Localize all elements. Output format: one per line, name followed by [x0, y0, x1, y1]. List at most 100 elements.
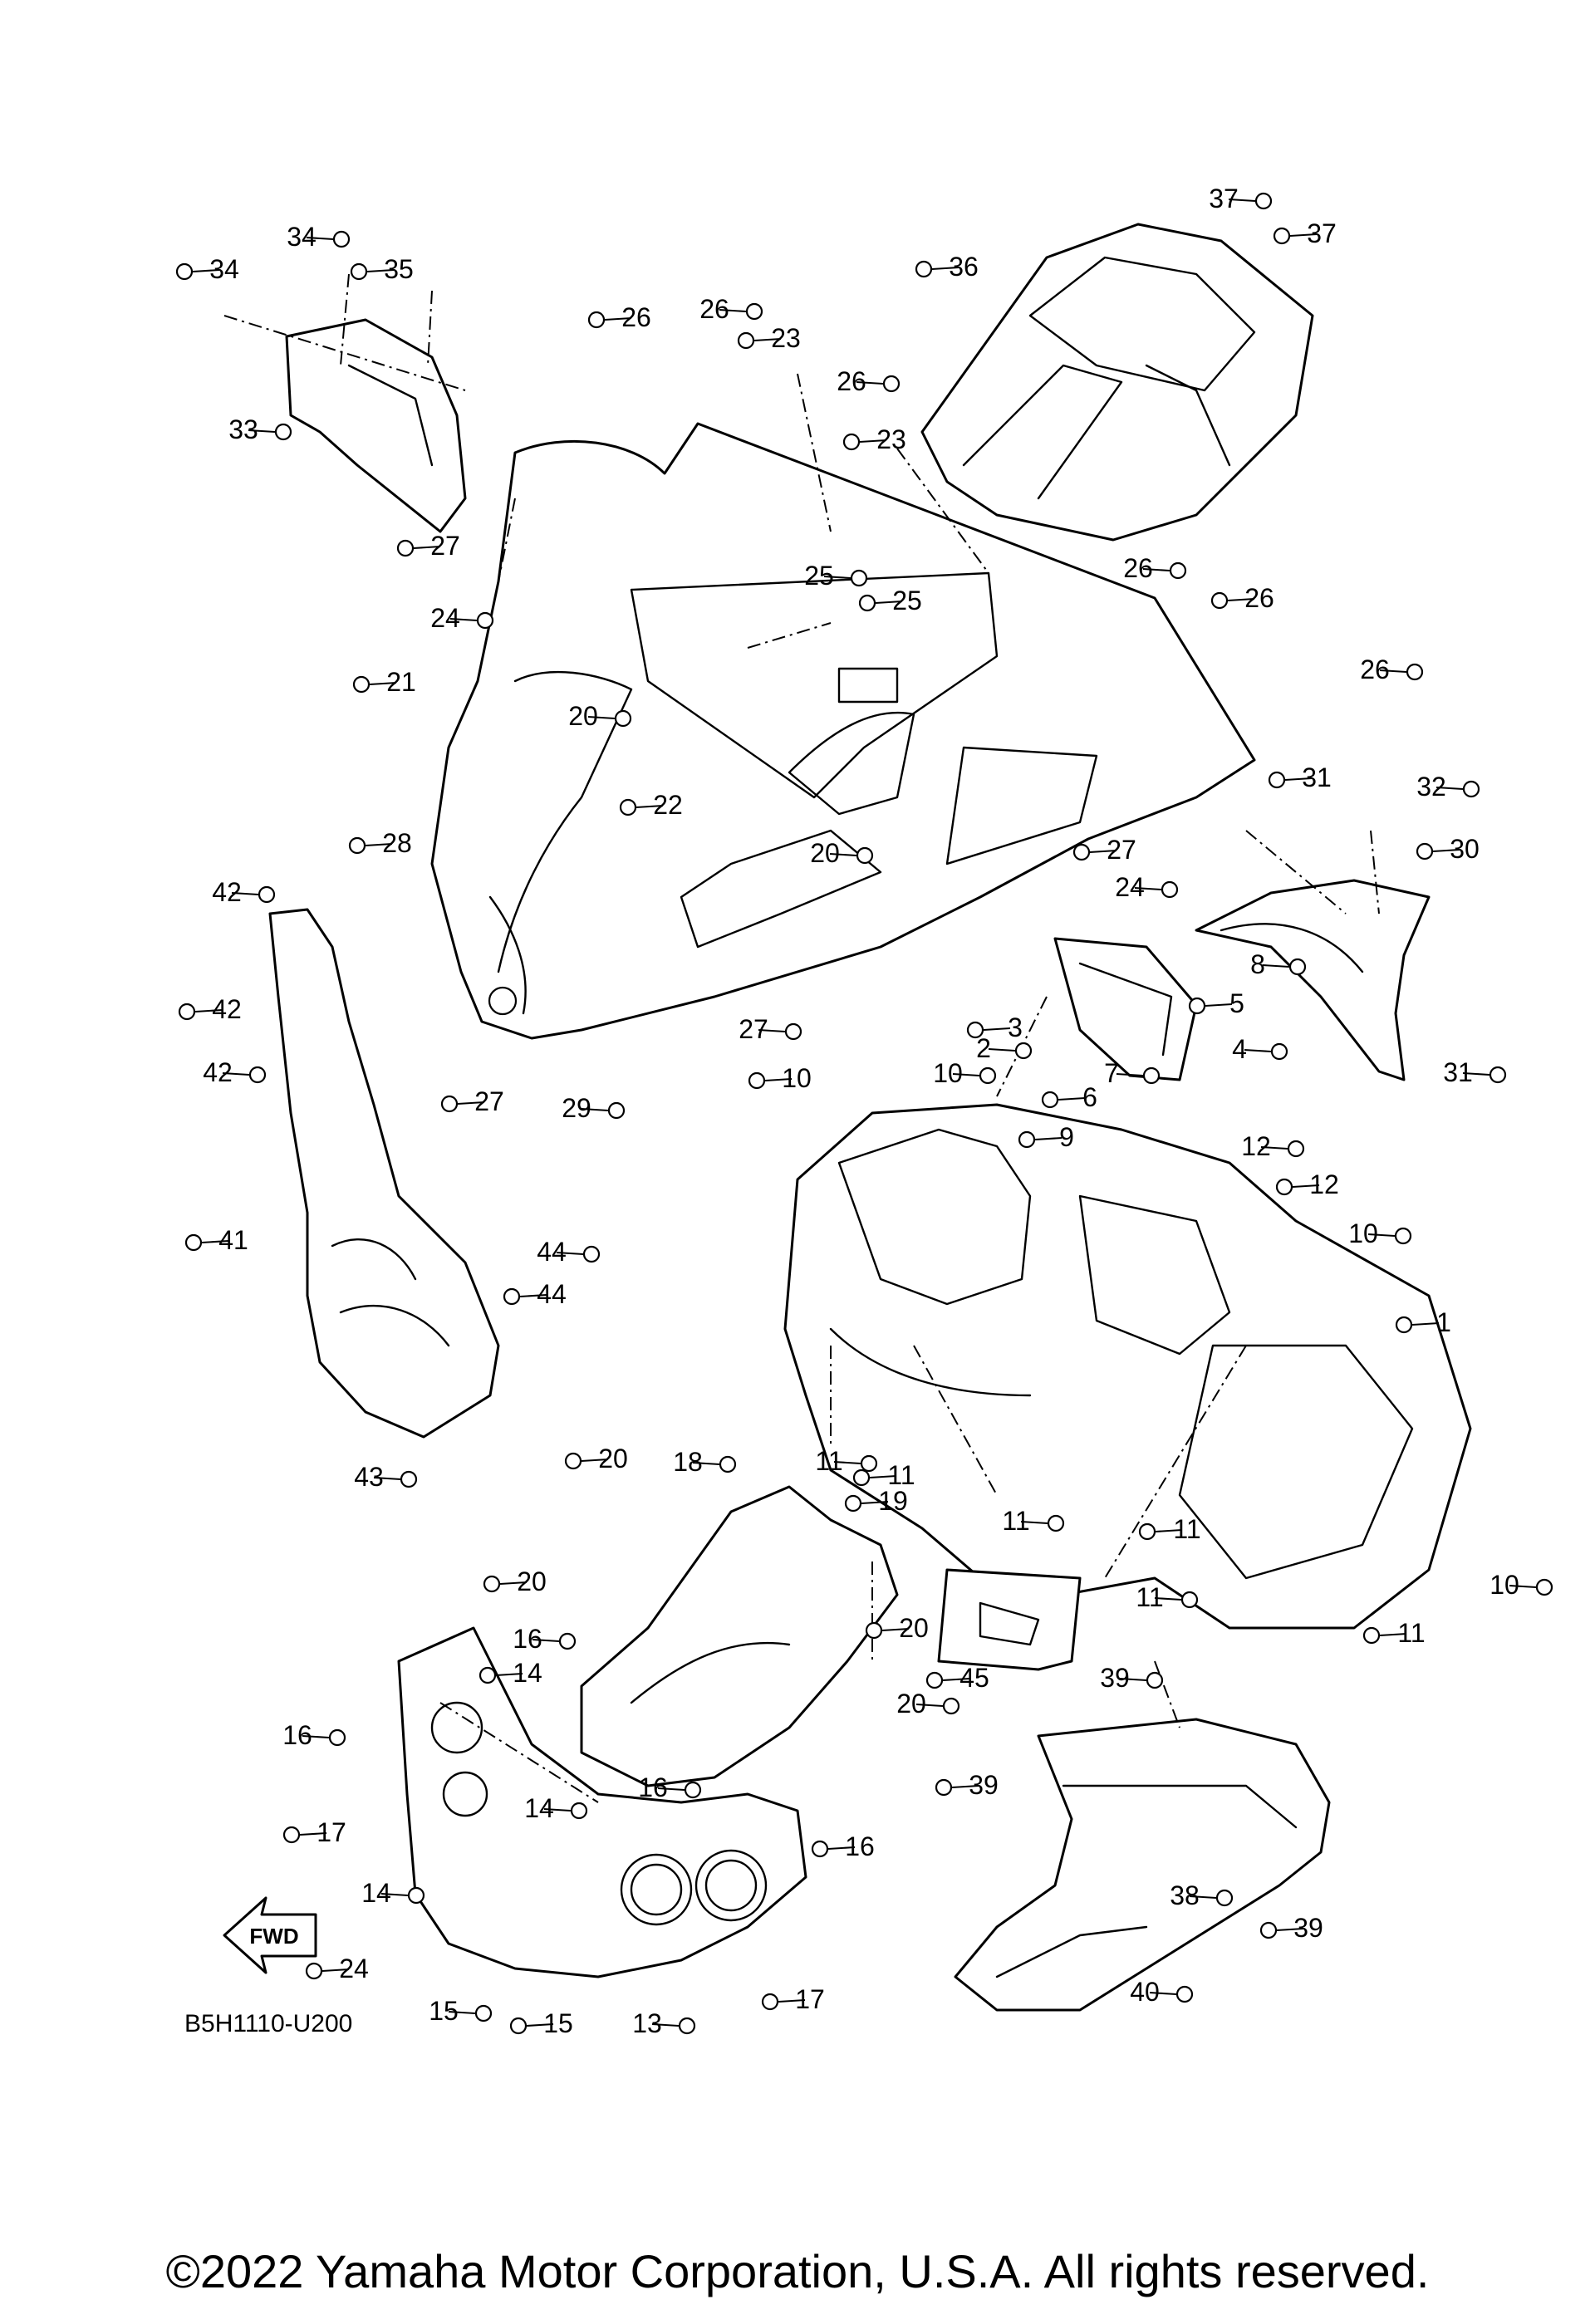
- callout-22: 22: [619, 790, 683, 820]
- callout-number: 44: [537, 1237, 567, 1267]
- callout-number: 12: [1309, 1169, 1339, 1199]
- fastener-icon: [1175, 1985, 1194, 2003]
- callout-19: 19: [844, 1486, 908, 1516]
- copyright-notice: ©2022 Yamaha Motor Corporation, U.S.A. A…: [165, 2245, 1430, 2297]
- drawing-code: B5H1110-U200: [184, 2010, 352, 2037]
- leader-line: [881, 1628, 910, 1631]
- callout-number: 15: [543, 2008, 573, 2038]
- fastener-icon: [860, 1454, 878, 1473]
- fastener-icon: [178, 1003, 196, 1021]
- callout-5: 5: [1188, 988, 1244, 1018]
- leader-line: [194, 1009, 223, 1012]
- callout-number: 17: [317, 1817, 346, 1847]
- callout-2: 2: [976, 1033, 1033, 1063]
- callout-number: 27: [1107, 835, 1136, 865]
- fastener-icon: [1215, 1889, 1234, 1907]
- callout-number: 23: [771, 323, 801, 353]
- callout-number: 24: [339, 1954, 369, 1983]
- leader-line: [1119, 1678, 1147, 1681]
- callout-number: 14: [361, 1878, 391, 1908]
- fastener-icon: [1288, 958, 1307, 976]
- leader-line: [306, 237, 334, 240]
- callout-number: 36: [949, 252, 979, 282]
- fastener-icon: [1394, 1227, 1412, 1245]
- leader-line: [1432, 849, 1460, 852]
- fastener-icon: [607, 1101, 626, 1120]
- callout-42: 42: [203, 1057, 267, 1087]
- fastener-icon: [274, 423, 292, 441]
- callout-17: 17: [761, 1984, 825, 2014]
- callout-number: 23: [876, 424, 906, 454]
- callout-number: 17: [795, 1984, 825, 2014]
- fastener-icon: [1072, 843, 1091, 861]
- callout-24: 24: [430, 603, 494, 633]
- callout-number: 14: [524, 1793, 554, 1823]
- leader-line: [1227, 598, 1255, 601]
- callout-11: 11: [1362, 1618, 1426, 1648]
- fastener-icon: [1161, 880, 1179, 899]
- callout-10: 10: [748, 1063, 812, 1093]
- callout-44: 44: [503, 1279, 567, 1309]
- callout-number: 45: [959, 1663, 989, 1693]
- fastener-icon: [396, 539, 415, 557]
- callout-21: 21: [352, 667, 416, 697]
- callout-number: 26: [621, 302, 651, 332]
- callout-16: 16: [282, 1720, 346, 1750]
- leader-line: [1411, 1322, 1440, 1326]
- leader-line: [604, 317, 632, 321]
- callout-number: 10: [1348, 1218, 1378, 1248]
- fastener-icon: [282, 1826, 301, 1844]
- callout-11: 11: [815, 1446, 878, 1476]
- leader-line: [951, 1785, 979, 1788]
- leader-line: [651, 2023, 680, 2027]
- leader-line: [1228, 199, 1256, 202]
- callout-39: 39: [1100, 1663, 1164, 1693]
- callout-11: 11: [1136, 1582, 1199, 1612]
- callout-3: 3: [966, 1012, 1023, 1042]
- callout-6: 6: [1041, 1082, 1097, 1112]
- fastener-icon: [1142, 1066, 1161, 1085]
- fastener-icon: [332, 230, 351, 248]
- callout-18: 18: [673, 1447, 737, 1477]
- fastener-icon: [1180, 1591, 1199, 1609]
- fastener-icon: [737, 331, 755, 350]
- fastener-icon: [1273, 227, 1291, 245]
- callout-27: 27: [1072, 835, 1136, 865]
- callout-number: 3: [1008, 1012, 1023, 1042]
- leader-line: [369, 682, 397, 685]
- fastener-icon: [1138, 1522, 1156, 1541]
- callout-26: 26: [1210, 583, 1274, 613]
- leader-line: [321, 1969, 350, 1972]
- fastener-icon: [1259, 1921, 1278, 1939]
- leader-line: [413, 546, 441, 549]
- callout-number: 10: [933, 1058, 963, 1088]
- callout-24: 24: [1115, 872, 1179, 902]
- callout-number: 24: [430, 603, 460, 633]
- callout-number: 43: [354, 1462, 384, 1492]
- callout-16: 16: [638, 1772, 702, 1802]
- callout-number: 15: [429, 1996, 459, 2026]
- leader-line: [1189, 1895, 1217, 1899]
- callout-number: 29: [562, 1093, 591, 1123]
- callout-number: 25: [892, 586, 922, 615]
- callout-20: 20: [896, 1689, 960, 1718]
- fastener-icon: [1416, 842, 1434, 860]
- callout-27: 27: [396, 531, 460, 561]
- fastener-icon: [175, 262, 194, 281]
- callout-number: 12: [1241, 1131, 1271, 1161]
- callout-number: 27: [430, 531, 460, 561]
- leader-line: [1089, 850, 1117, 853]
- leader-line: [657, 1787, 685, 1791]
- callout-number: 7: [1104, 1058, 1119, 1088]
- fastener-icon: [440, 1095, 459, 1113]
- callout-number: 16: [845, 1831, 875, 1861]
- callout-12: 12: [1241, 1131, 1305, 1161]
- fastener-icon: [1287, 1140, 1305, 1158]
- callout-27: 27: [440, 1086, 504, 1116]
- callout-1: 1: [1395, 1307, 1451, 1337]
- callout-12: 12: [1275, 1169, 1339, 1199]
- callout-34: 34: [287, 222, 351, 252]
- callout-number: 27: [739, 1014, 768, 1044]
- leader-line: [1142, 568, 1170, 571]
- leader-line: [526, 2023, 554, 2027]
